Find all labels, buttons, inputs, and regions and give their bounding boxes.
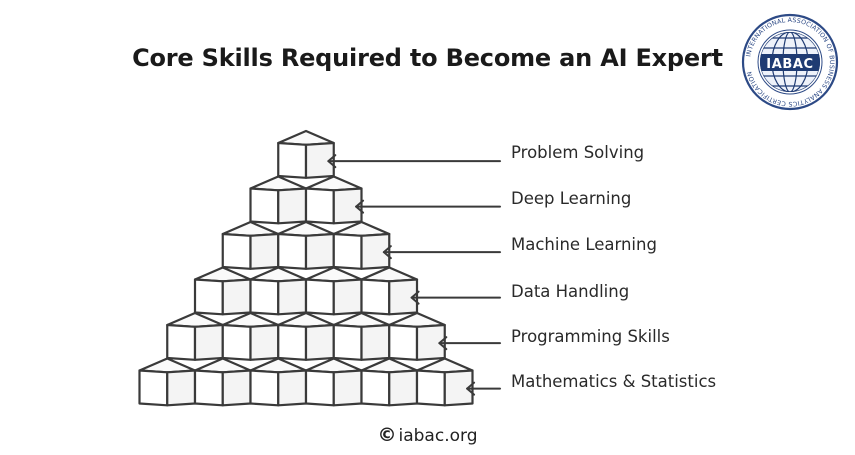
arrow-group: [327, 154, 501, 396]
footer-url[interactable]: iabac.org: [398, 426, 478, 446]
copyright-icon: ©: [377, 424, 397, 446]
cube: [193, 266, 252, 316]
level-label-deep-learning: Deep Learning: [511, 189, 632, 208]
level-label-data-handling: Data Handling: [511, 282, 630, 301]
cube: [332, 311, 391, 361]
arrow-icon: [355, 199, 501, 214]
footer: ©iabac.org: [0, 424, 855, 446]
cube: [360, 357, 419, 407]
cube: [249, 266, 308, 316]
arrow-icon: [410, 290, 501, 305]
arrow-icon: [438, 336, 501, 351]
cube: [304, 175, 363, 225]
cube: [249, 175, 308, 225]
level-label-problem-solving: Problem Solving: [511, 143, 645, 162]
cube: [360, 266, 419, 316]
cube: [193, 357, 252, 407]
cube: [166, 311, 224, 361]
arrow-icon: [466, 381, 501, 396]
cube: [221, 220, 280, 270]
arrow-icon: [327, 154, 501, 169]
cube-group: [138, 129, 474, 407]
cube: [249, 357, 308, 407]
cube: [277, 220, 335, 270]
cube: [138, 357, 197, 407]
level-label-programming-skills: Programming Skills: [511, 327, 670, 346]
arrow-icon: [382, 245, 501, 260]
cube: [332, 220, 391, 270]
iabac-logo: INTERNATIONAL ASSOCIATION OF BUSINESS AN…: [741, 13, 839, 111]
cube: [221, 311, 280, 361]
level-label-mathematics-statistics: Mathematics & Statistics: [511, 372, 717, 391]
logo-inner-ring: [757, 29, 823, 95]
page-title: Core Skills Required to Become an AI Exp…: [132, 44, 723, 72]
level-label-machine-learning: Machine Learning: [511, 235, 657, 254]
logo-text: IABAC: [766, 57, 813, 72]
cube: [388, 311, 446, 361]
globe-icon: [760, 32, 820, 92]
cube: [277, 311, 335, 361]
cube: [304, 266, 363, 316]
cube: [304, 357, 363, 407]
cube: [415, 357, 474, 407]
cube: [277, 129, 335, 179]
